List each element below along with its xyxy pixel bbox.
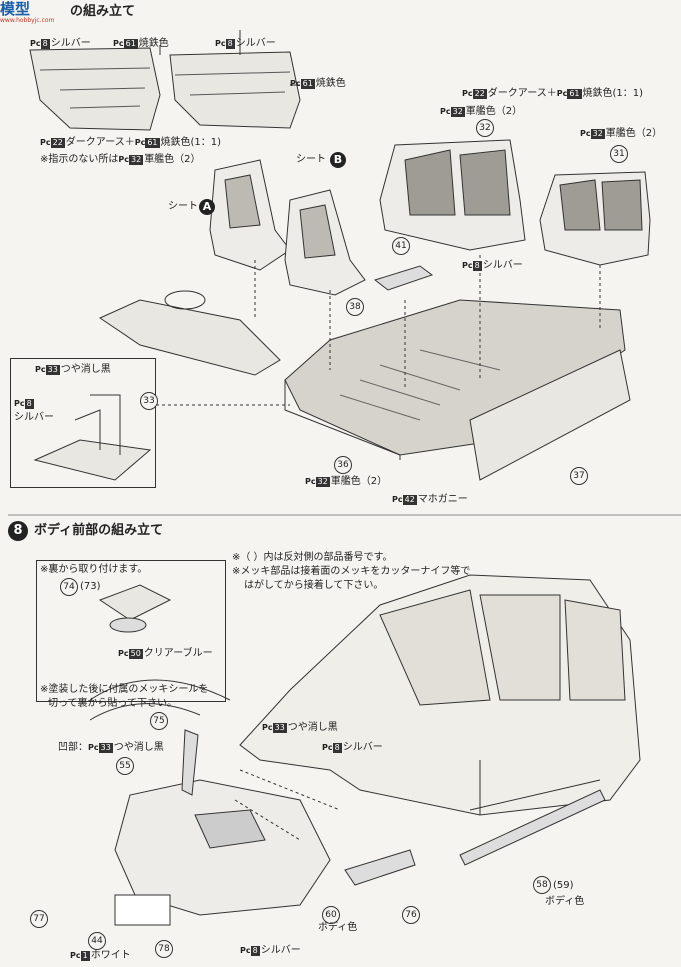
dashboard xyxy=(98,299,281,376)
note8-2: ※メッキ部品は接着面のメッキをカッターナイフ等で xyxy=(232,566,471,577)
part-36: 36 xyxy=(334,456,352,474)
license-plate xyxy=(114,894,171,926)
part-60: 60 xyxy=(322,906,340,924)
part-58: 58 xyxy=(533,876,551,894)
note8-seal2: 切って裏から貼って下さい。 xyxy=(48,698,177,709)
part-33: 33 xyxy=(140,392,158,410)
step8-title: ボディ前部の組み立て xyxy=(34,523,164,538)
step8-number: 8 xyxy=(8,521,28,541)
inset-box-step8 xyxy=(36,560,226,702)
note8-seal1: ※塗装した後に付属のメッキシールを xyxy=(40,684,209,695)
console-41 xyxy=(373,265,434,291)
label-silver-inset: シルバー xyxy=(14,412,54,423)
part-78: 78 xyxy=(155,940,173,958)
part-75: 75 xyxy=(150,712,168,730)
part-77: 77 xyxy=(30,910,48,928)
door-panel-left-trim xyxy=(39,67,151,109)
part-37: 37 xyxy=(570,467,588,485)
part-74: 74 xyxy=(60,578,78,596)
door-panel-right-trim xyxy=(174,71,291,96)
step7-title: の組み立て xyxy=(70,4,136,19)
inset-box-step7 xyxy=(10,358,156,488)
seat-b-marker: B xyxy=(330,152,346,168)
part-44: 44 xyxy=(88,932,106,950)
part-41: 41 xyxy=(392,237,410,255)
side-panel-37 xyxy=(469,349,631,481)
note8-1: ※（ ）内は反対側の部品番号です。 xyxy=(232,552,393,563)
part-32: 32 xyxy=(476,119,494,137)
label-bodycolor-58: ボディ色 xyxy=(545,896,585,907)
label-seat-b: シート xyxy=(296,154,326,165)
label-bodycolor-60: ボディ色 xyxy=(318,922,358,933)
part-55: 55 xyxy=(116,757,134,775)
part-76: 76 xyxy=(402,906,420,924)
door-panel-right xyxy=(169,51,301,129)
note8-3: はがしてから接着して下さい。 xyxy=(244,580,384,591)
part-38: 38 xyxy=(346,298,364,316)
site-logo: 模型 www.hobbyjc.com xyxy=(0,0,55,24)
seat-a-marker: A xyxy=(199,199,215,215)
note8-back: ※裏から取り付けます。 xyxy=(40,564,148,575)
label-seat-a: シート xyxy=(168,201,198,212)
side-skirt xyxy=(459,789,606,866)
part-59: (59) xyxy=(553,880,574,891)
part-31: 31 xyxy=(610,145,628,163)
part-73: (73) xyxy=(80,581,101,592)
